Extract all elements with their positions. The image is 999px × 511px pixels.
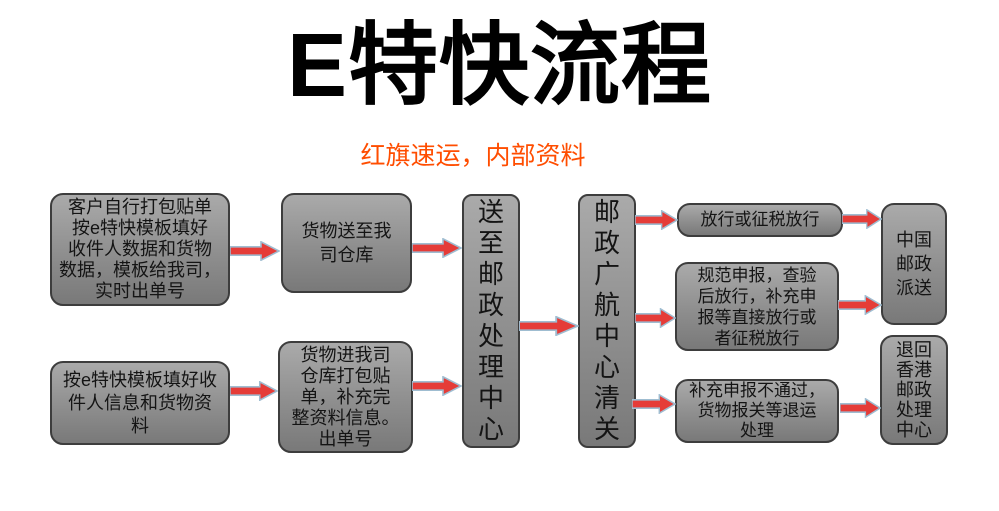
arrow-release-to-chinapost: [842, 209, 882, 229]
arrow-supplementfail-to-hk: [840, 398, 881, 418]
node-release-or-tax: 放行或征税放行: [677, 203, 843, 237]
arrow-template-to-intowarehouse: [230, 381, 278, 401]
node-customer-self-pack: 客户自行打包贴单 按e特快模板填好 收件人数据和货物 数据，模板给我司， 实时出…: [50, 193, 230, 306]
arrow-customs-to-release: [635, 210, 678, 230]
arrow-pack-to-warehouse: [230, 241, 280, 261]
node-standard-declaration: 规范申报，查验 后放行，补充申 报等直接放行或 者征税放行: [675, 262, 839, 351]
arrow-processing-to-customs: [519, 316, 579, 336]
page-subtitle: 红旗速运，内部资料: [360, 142, 586, 170]
arrow-customs-to-supplementfail: [632, 394, 676, 414]
node-goods-to-our-warehouse: 货物送至我 司仓库: [281, 193, 412, 293]
node-post-processing-center: 送 至 邮 政 处 理 中 心: [462, 194, 520, 448]
node-fill-template: 按e特快模板填好收 件人信息和货物资 料: [50, 361, 230, 445]
arrow-warehouse-to-processing: [412, 238, 462, 258]
arrow-declaration-to-chinapost: [838, 295, 882, 315]
arrow-customs-to-declaration: [635, 308, 676, 328]
node-supplement-fail-return: 补充申报不通过， 货物报关等退运 处理: [675, 379, 839, 443]
node-guanghang-customs: 邮 政 广 航 中 心 清 关: [578, 194, 636, 448]
node-china-post-delivery: 中国 邮政 派送: [881, 203, 947, 325]
node-return-hk-center: 退回 香港 邮政 处理 中心: [880, 335, 948, 445]
arrow-intowarehouse-to-processing: [412, 376, 462, 396]
node-goods-into-warehouse: 货物进我司 仓库打包贴 单，补充完 整资料信息。 出单号: [278, 341, 413, 453]
page-title: E特快流程: [286, 16, 713, 116]
